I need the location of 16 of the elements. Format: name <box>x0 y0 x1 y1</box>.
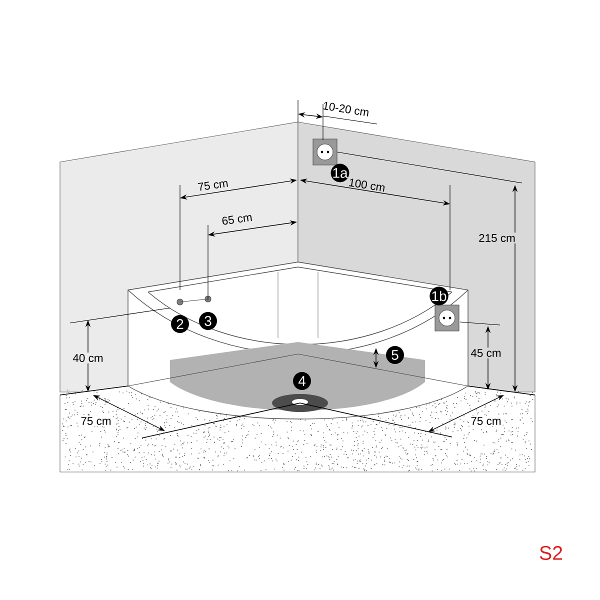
callout-number: 1b <box>430 286 448 306</box>
callout-number: 1a <box>330 164 350 182</box>
dimension-label: 10-20 cm <box>323 102 368 116</box>
dimension-label: 40 cm <box>71 352 105 364</box>
dimension-label: 65 cm <box>222 215 252 225</box>
dimension-label: 215 cm <box>477 232 517 244</box>
dimension-label: 75 cm <box>79 416 113 426</box>
callout-number: 3 <box>199 312 217 330</box>
callout-number: 5 <box>386 346 404 364</box>
dimension-label: 100 cm <box>349 178 385 192</box>
callout-number: 4 <box>293 372 311 390</box>
callout-number: 2 <box>171 315 189 333</box>
dimension-label: 75 cm <box>198 181 228 191</box>
page-label: S2 <box>540 546 562 560</box>
dimension-label: 45 cm <box>469 348 503 358</box>
dimension-label: 75 cm <box>469 416 503 426</box>
